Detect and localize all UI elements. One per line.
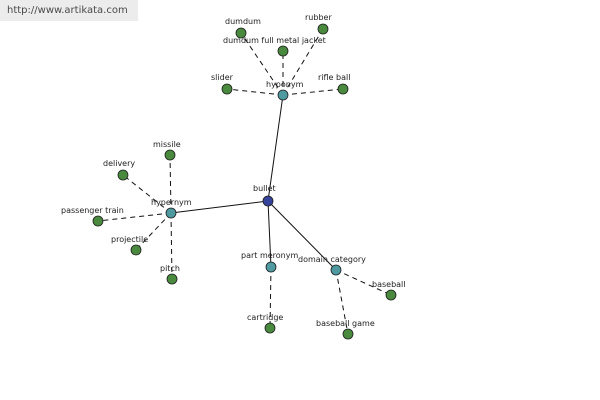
label-slider: slider	[211, 73, 234, 82]
node-projectile[interactable]	[130, 244, 142, 256]
node-passenger-train[interactable]	[92, 215, 104, 227]
edge-hypernym-pitch	[170, 212, 173, 280]
edge-domain-category-baseball	[335, 269, 392, 296]
label-rifle-ball: rifle ball	[318, 73, 350, 82]
node-pitch[interactable]	[166, 273, 178, 285]
edge-part-meronym-cartridge	[269, 266, 272, 329]
label-hyponym: hyponym	[266, 80, 304, 89]
label-bullet: bullet	[253, 184, 276, 193]
label-pitch: pitch	[160, 264, 180, 273]
edge-hypernym-projectile	[135, 212, 172, 251]
label-dumdum-full-metal-jacket: dumdum full metal jacket	[223, 36, 326, 45]
node-bullet[interactable]	[262, 195, 274, 207]
edge-bullet-hyponym	[267, 94, 284, 202]
label-hypernym: hypernym	[151, 198, 192, 207]
label-cartridge: cartridge	[247, 313, 283, 322]
edge-hypernym-passenger-train	[97, 212, 172, 222]
node-delivery[interactable]	[117, 169, 129, 181]
edge-bullet-domain-category	[267, 200, 337, 271]
label-part-meronym: part meronym	[241, 251, 298, 260]
node-baseball[interactable]	[385, 289, 397, 301]
edge-hyponym-rubber	[282, 28, 324, 96]
edge-hyponym-rifle-ball	[282, 88, 344, 96]
label-passenger-train: passenger train	[61, 206, 124, 215]
edge-hyponym-slider	[226, 88, 284, 96]
edge-hypernym-delivery	[122, 174, 172, 214]
label-rubber: rubber	[305, 13, 332, 22]
node-domain-category[interactable]	[330, 264, 342, 276]
node-hyponym[interactable]	[277, 89, 289, 101]
node-part-meronym[interactable]	[265, 261, 277, 273]
label-dumdum: dumdum	[225, 17, 261, 26]
node-hypernym[interactable]	[165, 207, 177, 219]
edge-bullet-part-meronym	[267, 200, 272, 268]
site-url[interactable]: http://www.artikata.com	[0, 0, 138, 21]
node-dumdum-full-metal-jacket[interactable]	[277, 45, 289, 57]
label-baseball: baseball	[372, 280, 406, 289]
node-rifle-ball[interactable]	[337, 83, 349, 95]
node-cartridge[interactable]	[264, 322, 276, 334]
label-delivery: delivery	[103, 159, 135, 168]
label-projectile: projectile	[111, 235, 148, 244]
label-baseball-game: baseball game	[316, 319, 375, 328]
node-missile[interactable]	[164, 149, 176, 161]
node-baseball-game[interactable]	[342, 328, 354, 340]
edge-domain-category-baseball-game	[335, 269, 349, 335]
label-missile: missile	[153, 140, 181, 149]
label-domain-category: domain category	[298, 255, 366, 264]
node-dumdum[interactable]	[235, 27, 247, 39]
edge-bullet-hypernym	[170, 200, 269, 214]
node-rubber[interactable]	[317, 23, 329, 35]
node-slider[interactable]	[221, 83, 233, 95]
edge-hyponym-dumdum	[240, 32, 284, 96]
edge-hypernym-missile	[169, 154, 172, 214]
